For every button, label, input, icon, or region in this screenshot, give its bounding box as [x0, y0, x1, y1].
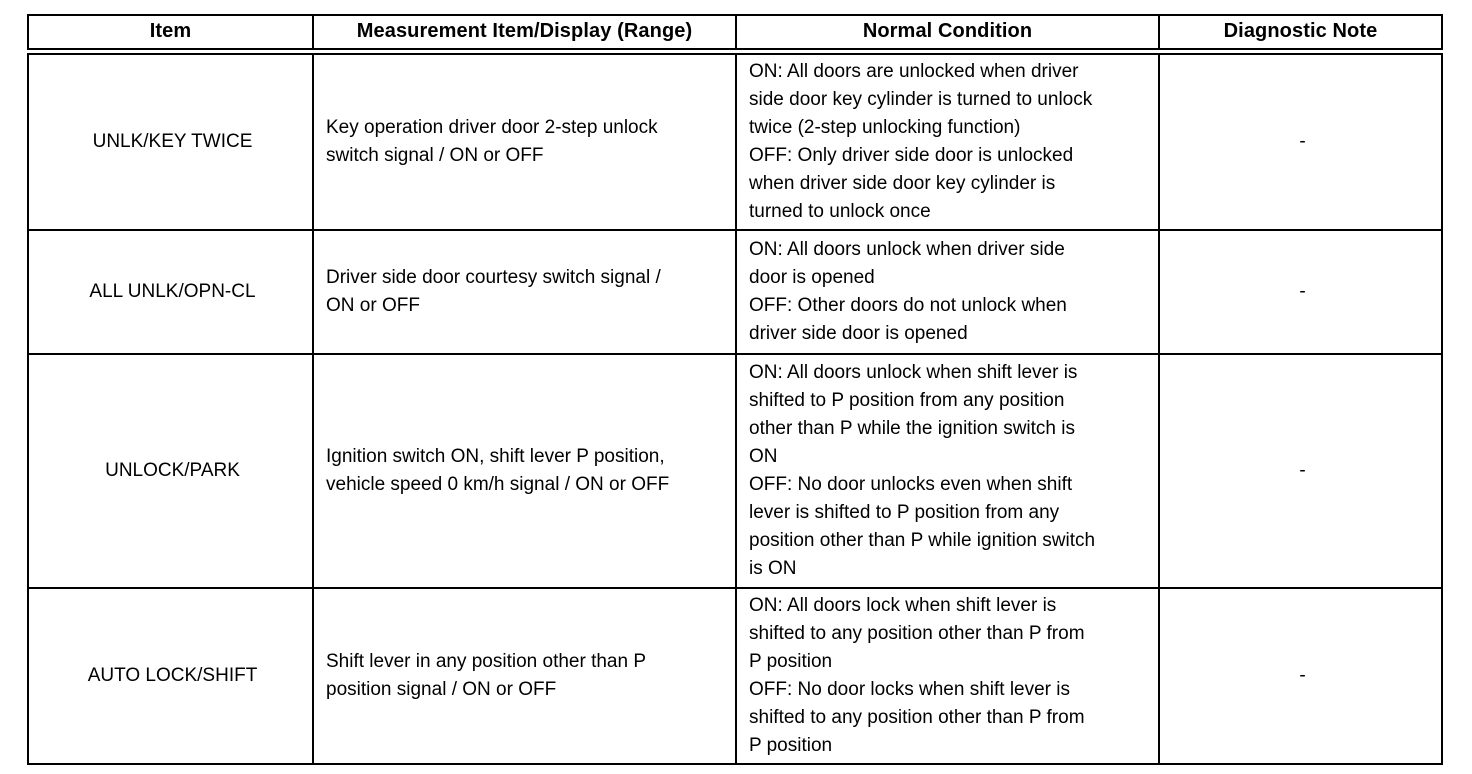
diagnostic-note-cell: - [1158, 228, 1443, 355]
normal-condition-cell: ON: All doors are unlocked when driver s… [735, 50, 1160, 231]
column-header-normal-condition: Normal Condition [735, 14, 1160, 55]
table-row: ALL UNLK/OPN-CL Driver side door courtes… [27, 228, 1443, 355]
measurement-cell: Driver side door courtesy switch signal … [312, 228, 737, 355]
column-header-item: Item [27, 14, 314, 55]
table-row: AUTO LOCK/SHIFT Shift lever in any posit… [27, 586, 1443, 765]
measurement-cell: Shift lever in any position other than P… [312, 586, 737, 765]
normal-condition-cell: ON: All doors unlock when shift lever is… [735, 352, 1160, 589]
diagnostic-data-table: Item Measurement Item/Display (Range) No… [27, 14, 1443, 765]
column-header-measurement: Measurement Item/Display (Range) [312, 14, 737, 55]
normal-condition-cell: ON: All doors unlock when driver side do… [735, 228, 1160, 355]
item-cell: AUTO LOCK/SHIFT [27, 586, 314, 765]
item-cell: UNLK/KEY TWICE [27, 50, 314, 231]
table-row: UNLOCK/PARK Ignition switch ON, shift le… [27, 352, 1443, 589]
normal-condition-cell: ON: All doors lock when shift lever is s… [735, 586, 1160, 765]
column-header-diagnostic-note: Diagnostic Note [1158, 14, 1443, 55]
diagnostic-note-cell: - [1158, 586, 1443, 765]
item-cell: ALL UNLK/OPN-CL [27, 228, 314, 355]
diagnostic-note-cell: - [1158, 352, 1443, 589]
diagnostic-note-cell: - [1158, 50, 1443, 231]
table-row: UNLK/KEY TWICE Key operation driver door… [27, 50, 1443, 231]
measurement-cell: Ignition switch ON, shift lever P positi… [312, 352, 737, 589]
header-row: Item Measurement Item/Display (Range) No… [27, 14, 1443, 55]
measurement-cell: Key operation driver door 2-step unlock … [312, 50, 737, 231]
item-cell: UNLOCK/PARK [27, 352, 314, 589]
